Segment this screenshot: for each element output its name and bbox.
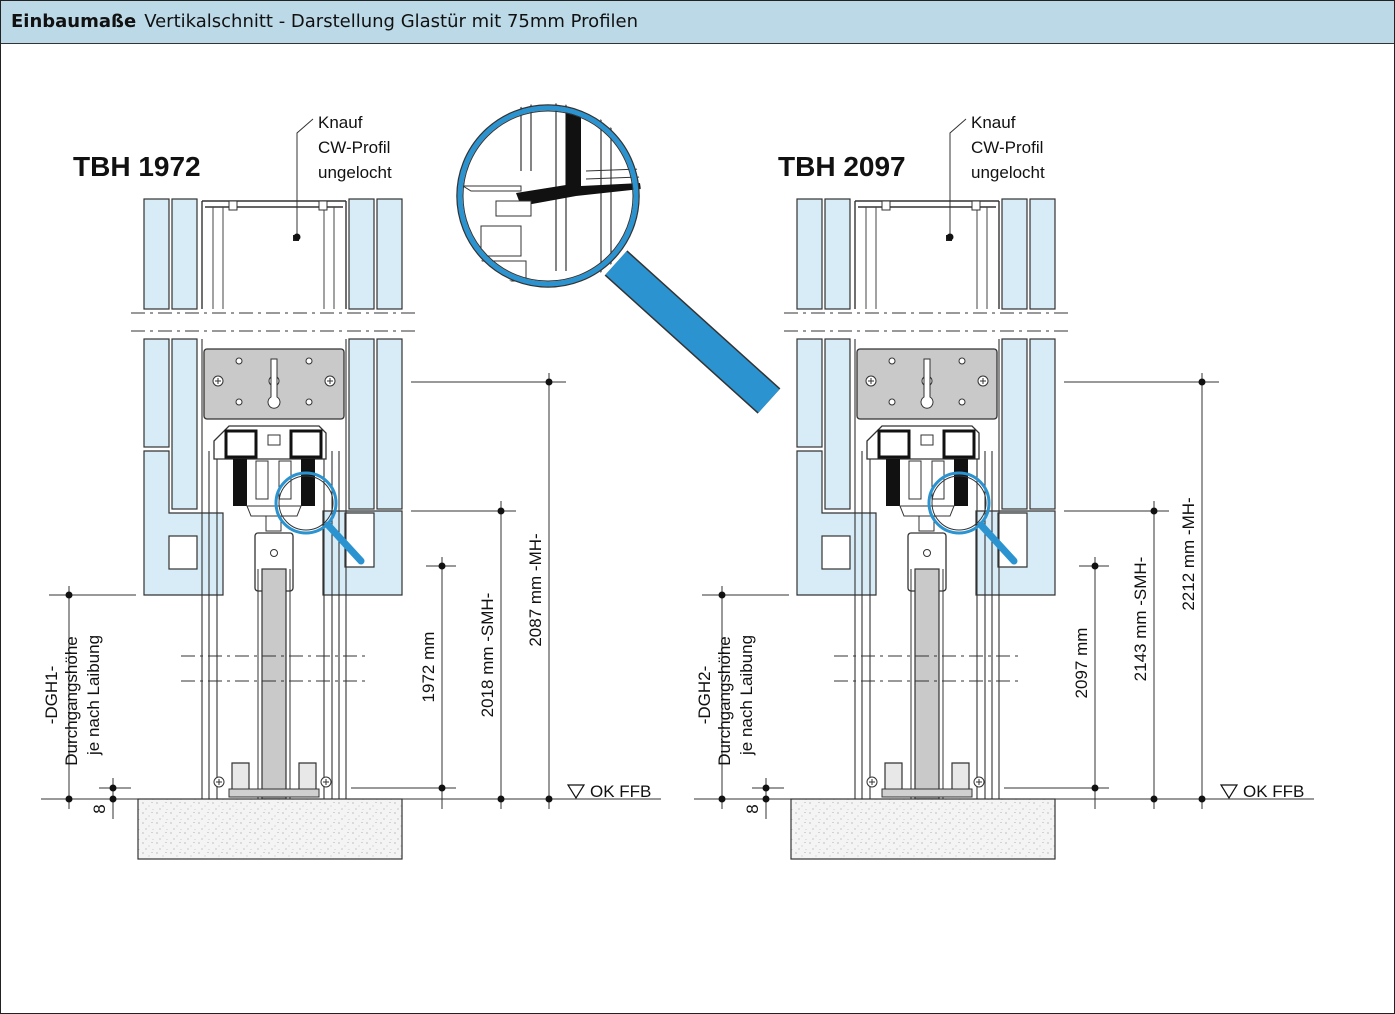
right-ok-ffb: OK FFB (1243, 782, 1304, 801)
left-dgh-1: -DGH1- (42, 666, 61, 725)
right-dim-door: 2097 mm (1072, 628, 1091, 699)
header-title: Vertikalschnitt - Darstellung Glastür mi… (144, 11, 639, 32)
left-dgh-2: Durchgangshöhe (62, 636, 81, 765)
right-tbh-title: TBH 2097 (778, 151, 906, 182)
left-dgh-3: je nach Laibung (84, 635, 103, 756)
header-title-bold: Einbaumaße (11, 11, 137, 32)
left-tbh-title: TBH 1972 (73, 151, 201, 182)
left-dim-smh: 2018 mm -SMH- (478, 593, 497, 718)
right-profile-label-3: ungelocht (971, 163, 1045, 182)
left-profile-label-1: Knauf (318, 113, 363, 132)
left-profile-label-3: ungelocht (318, 163, 392, 182)
header-bar: Einbaumaße Vertikalschnitt - Darstellung … (1, 1, 1394, 44)
left-dim-mh: 2087 mm -MH- (526, 533, 545, 646)
left-dim-small: 8 (90, 804, 109, 813)
left-dim-door: 1972 mm (419, 632, 438, 703)
right-profile-label-1: Knauf (971, 113, 1016, 132)
detail-magnifier (455, 103, 781, 414)
right-profile-label-2: CW-Profil (971, 138, 1043, 157)
right-dgh-1: -DGH2- (695, 666, 714, 725)
right-dgh-3: je nach Laibung (737, 635, 756, 756)
section-drawing: TBH 1972 Knauf CW-Profil ungelocht 2087 … (1, 103, 1394, 1013)
left-ok-ffb: OK FFB (590, 782, 651, 801)
right-dgh-2: Durchgangshöhe (715, 636, 734, 765)
left-profile-label-2: CW-Profil (318, 138, 390, 157)
right-dim-mh: 2212 mm -MH- (1179, 497, 1198, 610)
right-section (694, 119, 1314, 859)
right-dim-small: 8 (743, 804, 762, 813)
right-dim-smh: 2143 mm -SMH- (1131, 557, 1150, 682)
